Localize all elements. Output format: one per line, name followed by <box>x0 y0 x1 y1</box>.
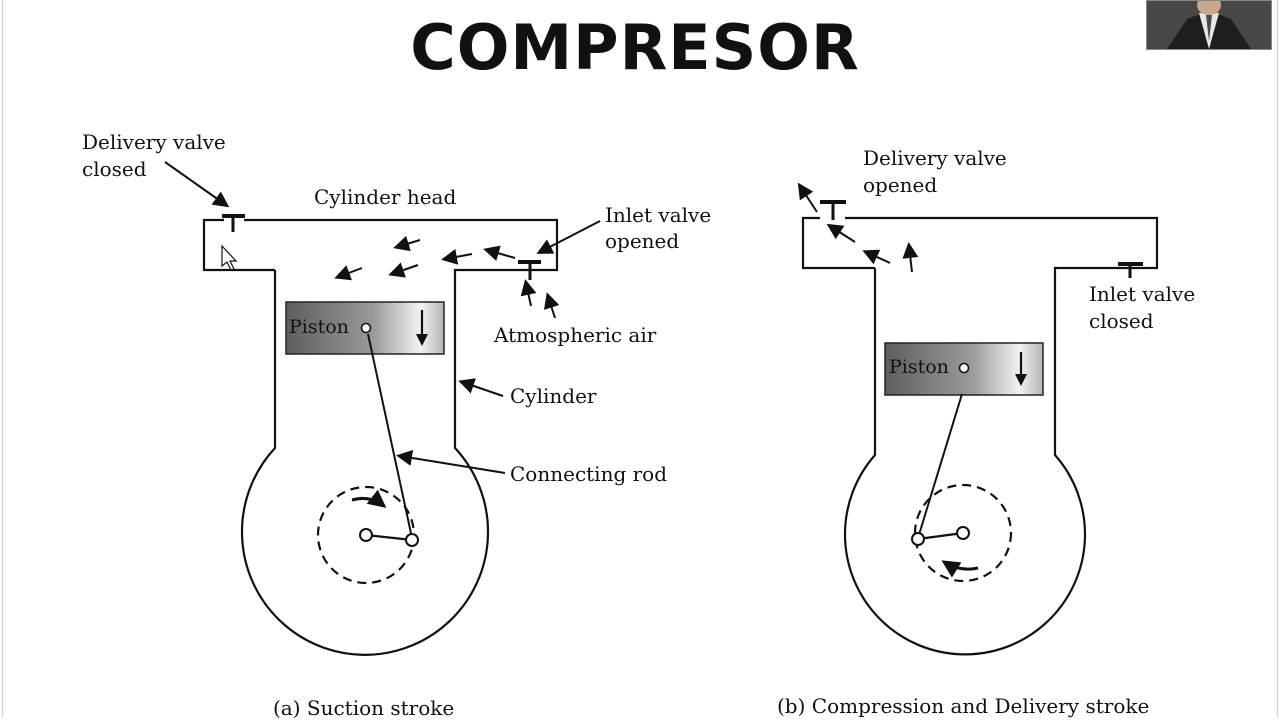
diagram-a-delivery-valve-label-1: Delivery valve <box>82 130 226 154</box>
diagram-b-inlet-valve-closed <box>1118 262 1143 278</box>
diagram-a-crank-centre <box>359 528 373 542</box>
diagram-b-cylinder-outline <box>843 216 1159 656</box>
diagram-a-connecting-rod-label: Connecting rod <box>510 462 667 486</box>
diagram-b-crank-centre <box>956 526 970 540</box>
presenter-webcam-thumbnail <box>1146 0 1272 50</box>
slide-title: COMPRESOR <box>410 11 860 84</box>
diagram-a-delivery-valve-label-2: closed <box>82 157 147 181</box>
diagram-b-inlet-valve-label-1: Inlet valve <box>1089 282 1195 306</box>
diagram-a-inlet-valve-label-1: Inlet valve <box>605 203 711 227</box>
presenter-silhouette-icon <box>1147 1 1271 49</box>
diagram-a-inlet-valve-opened <box>518 260 541 280</box>
diagram-b-crank-pin <box>911 532 925 546</box>
diagram-b-delivery-valve-opened <box>820 200 846 220</box>
diagram-a-cylinder-label: Cylinder <box>510 384 597 408</box>
diagram-b-rotation-arrow-icon <box>941 560 979 578</box>
diagram-b-piston-label: Piston <box>889 356 949 378</box>
diagram-a-leader-lines <box>164 161 601 474</box>
diagram-a-connecting-rod <box>367 333 413 539</box>
diagram-a-cylinder-outline <box>240 218 559 656</box>
diagram-b-piston-arrow-icon <box>1015 352 1027 386</box>
diagram-a-piston <box>285 301 445 355</box>
diagram-a-delivery-valve-closed <box>222 214 245 232</box>
diagram-a-rotation-arrow-icon <box>351 489 387 508</box>
diagram-b-delivery-valve-label-2: opened <box>863 173 937 197</box>
diagram-a-cylinder-head-label: Cylinder head <box>314 185 456 209</box>
diagram-a-piston-down-arrow-icon <box>416 310 428 346</box>
diagram-b-piston-pin <box>958 362 970 374</box>
diagram-b-connecting-rod <box>917 393 963 539</box>
mouse-pointer-icon <box>221 244 238 271</box>
diagram-a-crank-pin <box>405 533 419 547</box>
diagram-b-inlet-valve-label-2: closed <box>1089 309 1154 333</box>
diagram-a-suction-stroke: Piston Delivery valve closed Cylinder he… <box>82 130 711 720</box>
diagram-a-crank-arm <box>365 533 413 542</box>
diagram-b-compression-delivery-stroke: Piston Delivery valve opened Inlet valve… <box>777 146 1195 718</box>
diagram-a-air-flow-arrows <box>334 235 560 319</box>
diagram-a-inlet-valve-label-2: opened <box>605 229 679 253</box>
diagram-b-caption: (b) Compression and Delivery stroke <box>777 694 1149 718</box>
diagram-a-piston-label: Piston <box>289 316 349 338</box>
diagram-a-caption: (a) Suction stroke <box>273 696 454 720</box>
diagram-b-head-left-wall <box>801 216 875 270</box>
diagram-a-piston-pin <box>360 322 372 334</box>
diagram-a-head-left-wall <box>202 218 275 272</box>
diagram-b-air-flow-arrows <box>797 182 919 273</box>
diagram-b-crank-arm <box>917 531 964 541</box>
diagram-b-delivery-valve-label-1: Delivery valve <box>863 146 1007 170</box>
diagram-a-atmospheric-air-label: Atmospheric air <box>493 323 657 347</box>
